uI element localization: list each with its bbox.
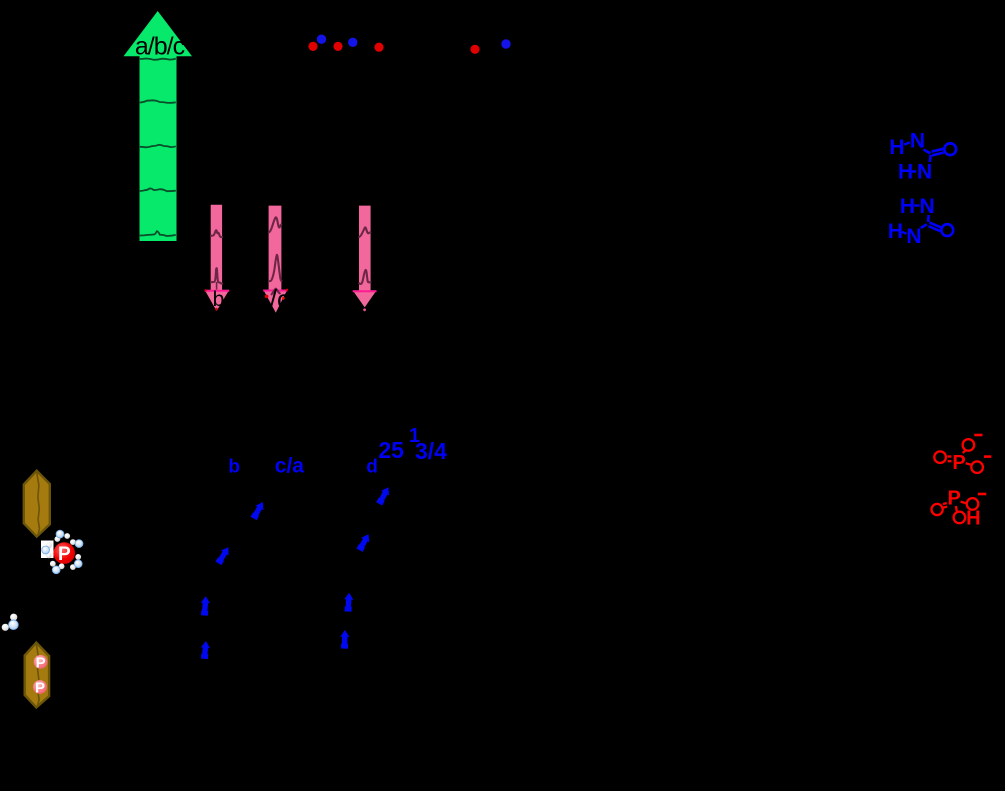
- svg-text:b: b: [228, 456, 240, 477]
- svg-text:c/a: c/a: [275, 455, 305, 478]
- svg-text:H: H: [889, 136, 904, 159]
- svg-text:N: N: [917, 161, 932, 184]
- svg-text:1: 1: [409, 425, 420, 447]
- svg-text:b: b: [213, 288, 225, 311]
- svg-text:25: 25: [378, 437, 404, 463]
- svg-text:3/4: 3/4: [415, 438, 447, 464]
- svg-text:P: P: [36, 654, 46, 671]
- svg-text:H: H: [966, 508, 980, 530]
- svg-text:N: N: [920, 195, 935, 218]
- svg-text:P: P: [948, 488, 961, 510]
- svg-text:P: P: [58, 544, 71, 565]
- svg-text:P: P: [35, 679, 45, 696]
- svg-text:N: N: [910, 130, 925, 153]
- svg-text:H: H: [898, 161, 913, 184]
- svg-text:a/b/c: a/b/c: [135, 33, 185, 61]
- svg-text:H: H: [900, 195, 915, 218]
- svg-text:d: d: [366, 456, 378, 477]
- svg-text:N: N: [906, 225, 921, 248]
- svg-text:/c: /c: [270, 284, 290, 314]
- svg-text:P: P: [952, 452, 965, 474]
- svg-text:H: H: [888, 220, 903, 243]
